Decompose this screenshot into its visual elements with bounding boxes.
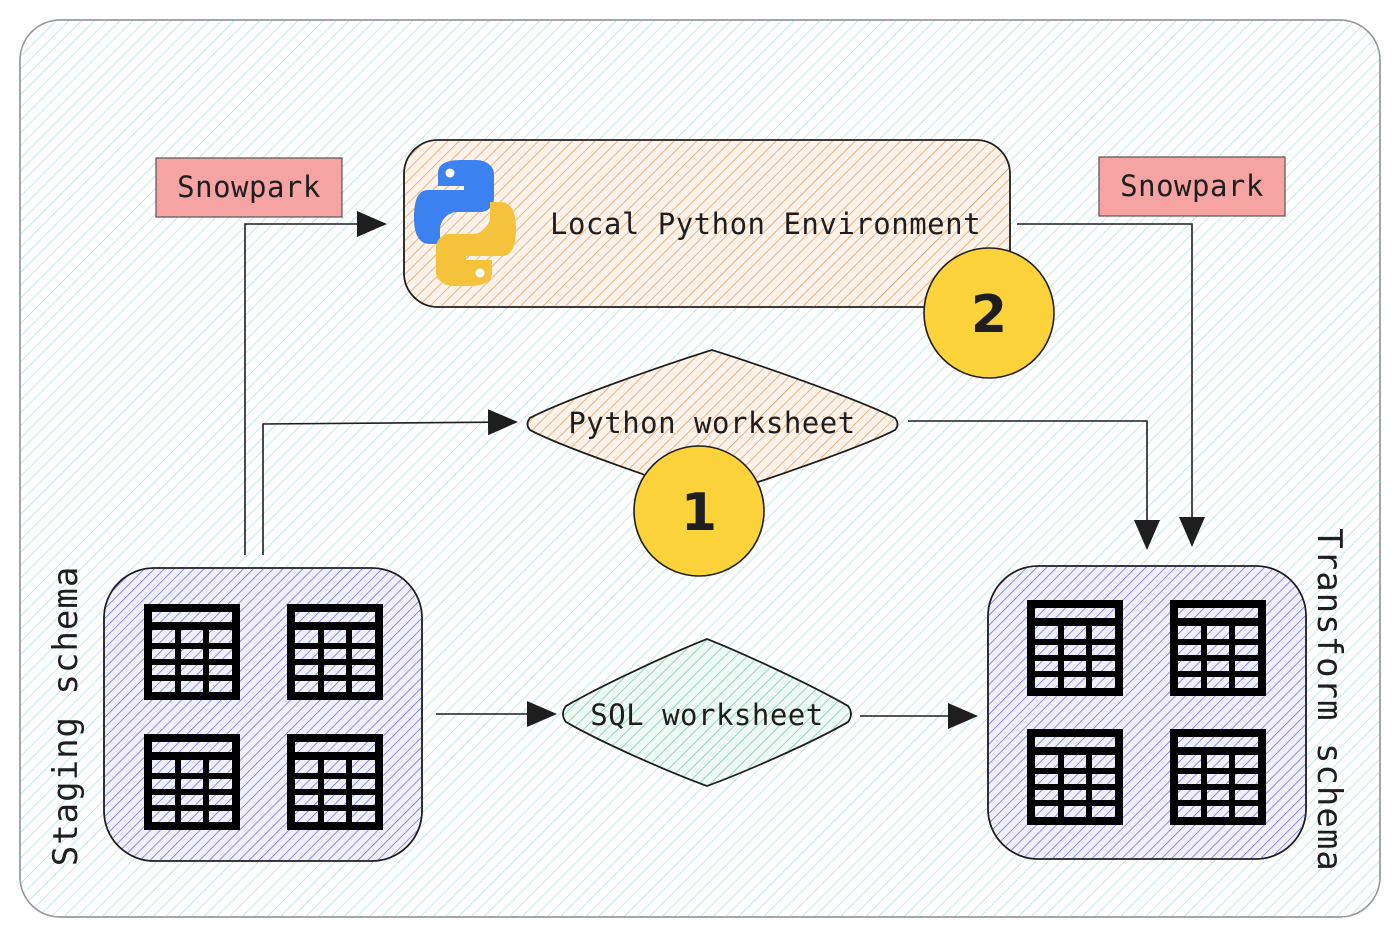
transform-schema-group: [987, 565, 1307, 860]
connector-python-ws-to-transform: [908, 420, 1160, 550]
sql-worksheet-text: SQL worksheet: [590, 698, 823, 732]
staging-schema-label: Staging schema: [46, 566, 86, 867]
step-badge-1: 1: [633, 445, 765, 577]
sql-worksheet-node: SQL worksheet: [562, 638, 852, 787]
staging-schema-group: [103, 567, 423, 862]
snowpark-label-left: Snowpark: [155, 157, 343, 218]
badge-1-text: 1: [681, 483, 717, 543]
python-worksheet-node: Python worksheet: [526, 349, 899, 498]
badge-2-text: 2: [971, 285, 1007, 345]
transform-schema-label: Transform schema: [1309, 528, 1349, 872]
connector-staging-to-python-ws: [262, 409, 518, 555]
python-logo-icon: [414, 160, 516, 286]
snowpark-label-right: Snowpark: [1098, 156, 1286, 217]
python-worksheet-text: Python worksheet: [568, 406, 855, 440]
connector-local-env-to-transform: [1017, 223, 1205, 547]
connector-staging-to-local-env: [244, 211, 387, 555]
step-badge-2: 2: [923, 247, 1055, 379]
local-python-environment-box: Local Python Environment: [403, 139, 1011, 308]
local-python-env-text: Local Python Environment: [550, 207, 981, 241]
snowpark-left-text: Snowpark: [177, 170, 321, 204]
snowpark-right-text: Snowpark: [1120, 169, 1264, 203]
